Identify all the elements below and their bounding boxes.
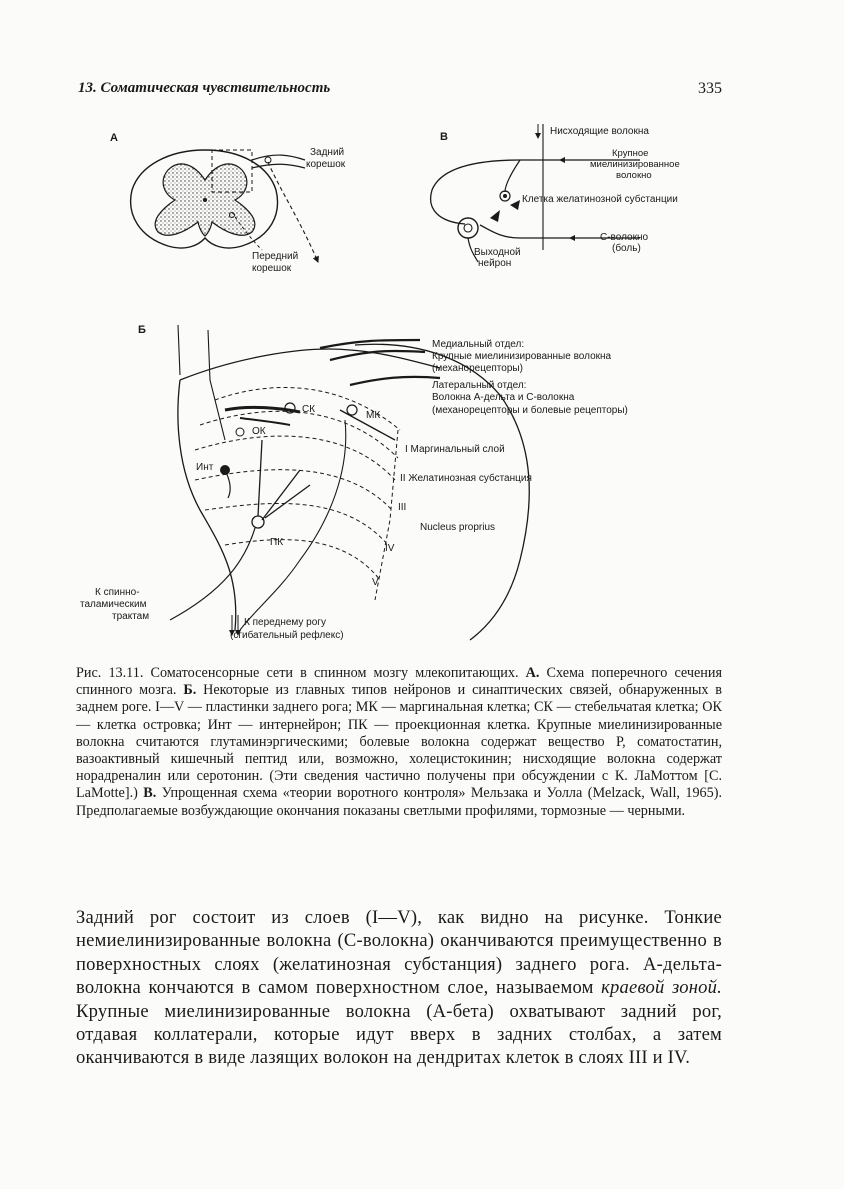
medial-fibers: Крупные миелинизированные волокна — [432, 351, 612, 362]
cell-pk-label: ПК — [270, 537, 283, 548]
ventral-horn-label-1: К переднему рогу — [244, 617, 326, 628]
lateral-title: Латеральный отдел: — [432, 380, 526, 391]
cell-ok-label: ОК — [252, 426, 266, 437]
ventral-horn-label-2: (сгибательный рефлекс) — [230, 629, 344, 641]
spinothalamic-label-2: таламическим — [80, 599, 147, 610]
panel-b: Б — [80, 324, 628, 641]
nucleus-proprius-label: Nucleus proprius — [420, 522, 495, 533]
body-italic-term: краевой зоной. — [601, 977, 722, 998]
medial-title: Медиальный отдел: — [432, 339, 524, 350]
spinothalamic-label-1: К спинно- — [95, 587, 140, 598]
caption-c-label: В. — [143, 785, 156, 801]
caption-fig-number: Рис. 13.11. — [76, 665, 143, 681]
cell-int-label: Инт — [196, 462, 214, 473]
panel-a-label: А — [110, 132, 118, 144]
figure-13-11: А Задний корешок Передний корешок В Нисх… — [0, 0, 844, 660]
caption-a-label: А. — [526, 665, 540, 681]
descending-fibers-label: Нисходящие волокна — [550, 126, 649, 137]
layer-5-label: V — [372, 577, 379, 588]
layer-1-label: I Маргинальный слой — [405, 444, 505, 455]
c-fiber-label-2: (боль) — [612, 242, 641, 254]
c-fiber-label-1: С-волокно — [600, 232, 649, 243]
caption-b-label: Б. — [183, 682, 196, 698]
dorsal-root-label-1: Задний — [310, 147, 344, 158]
ventral-root-label-1: Передний — [252, 251, 298, 262]
panel-c: В Нисходящие волокна Крупное миелинизиро… — [431, 124, 680, 269]
ventral-root-label-2: корешок — [252, 263, 292, 274]
figure-caption: Рис. 13.11. Соматосенсорные сети в спинн… — [76, 665, 722, 820]
output-neuron-label-2: нейрон — [478, 258, 511, 269]
caption-c-text: Упрощенная схема «теории воротного контр… — [76, 785, 722, 818]
layer-3-label: III — [398, 502, 406, 513]
caption-title: Соматосенсорные сети в спинном мозгу мле… — [151, 665, 519, 681]
layer-2-label: II Желатинозная субстанция — [400, 472, 532, 484]
body-paragraph: Задний рог состоит из слоев (I—V), как в… — [76, 906, 722, 1070]
lateral-receptors: (механорецепторы и болевые рецепторы) — [432, 404, 628, 416]
panel-c-label: В — [440, 131, 448, 143]
lateral-fibers: Волокна А-дельта и С-волокна — [432, 392, 575, 403]
large-fiber-label-2: миелинизированное — [590, 159, 680, 170]
medial-receptors: (механорецепторы) — [432, 363, 523, 374]
body-text-after: Крупные миелинизированные волокна (А-бет… — [76, 1001, 722, 1069]
cell-sk-label: СК — [302, 404, 315, 415]
layer-4-label: IV — [385, 543, 395, 554]
panel-b-label: Б — [138, 324, 146, 336]
dorsal-root-label-2: корешок — [306, 159, 346, 170]
output-neuron-label-1: Выходной — [474, 247, 521, 258]
large-fiber-label-3: волокно — [616, 170, 652, 181]
spinothalamic-label-3: трактам — [112, 611, 149, 622]
caption-b-text: Некоторые из главных типов нейронов и си… — [76, 682, 722, 801]
gelatinosa-cell-label: Клетка желатинозной субстанции — [522, 193, 678, 205]
panel-a: А Задний корешок Передний корешок — [110, 132, 346, 274]
cell-mk-label: МК — [366, 410, 380, 421]
large-fiber-label-1: Крупное — [612, 148, 648, 159]
